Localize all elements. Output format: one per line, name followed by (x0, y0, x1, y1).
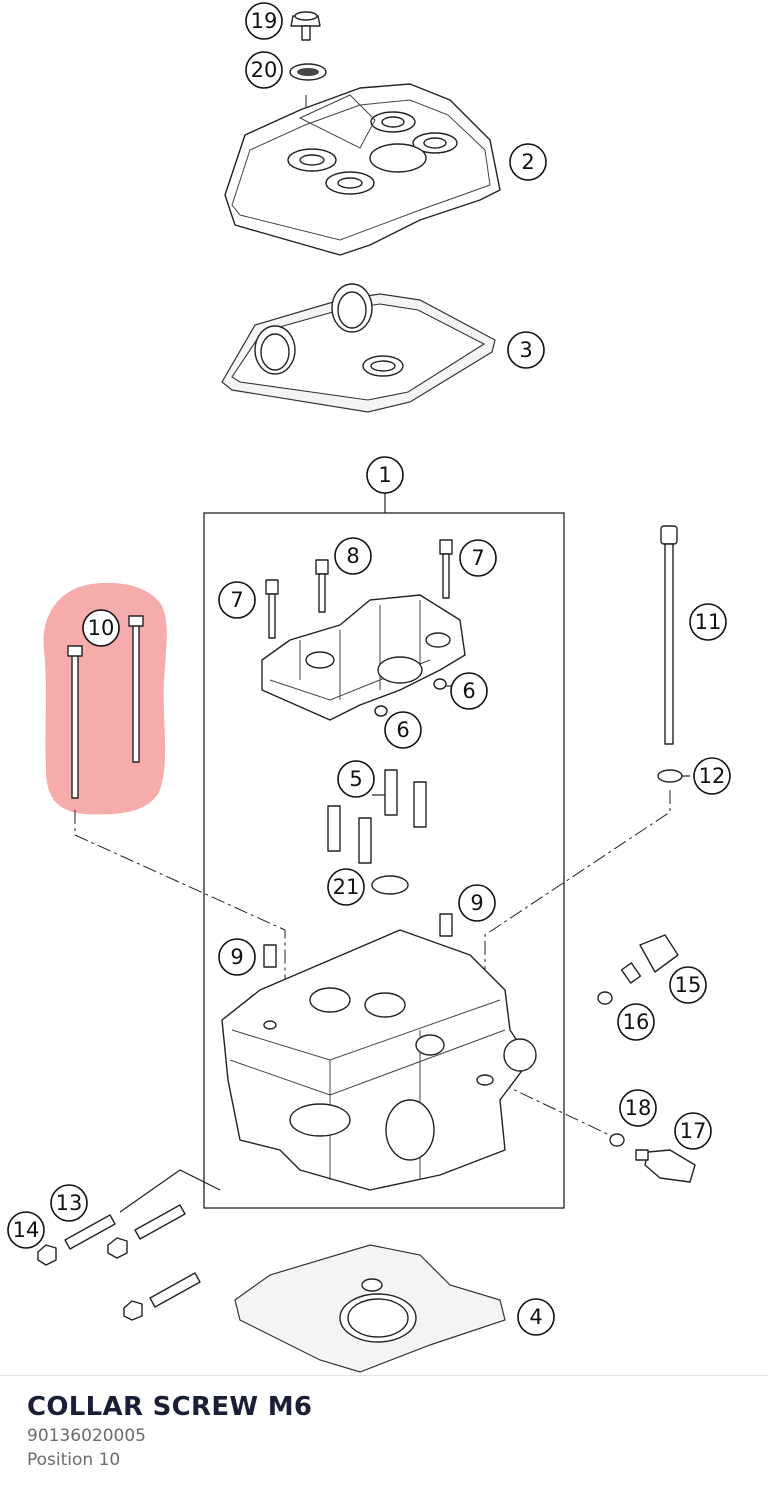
svg-text:3: 3 (519, 338, 532, 362)
part-10-collar-screws[interactable] (67, 615, 144, 799)
part-9-dowel-left[interactable] (263, 944, 277, 968)
part-7-screw-right[interactable] (439, 539, 453, 599)
part-19-screw[interactable] (290, 11, 321, 41)
callout-5[interactable]: 5 (337, 760, 375, 798)
part-2-valve-cover[interactable] (224, 83, 501, 256)
callout-7-right[interactable]: 7 (459, 539, 497, 577)
callout-14[interactable]: 14 (7, 1211, 45, 1249)
svg-text:5: 5 (349, 767, 362, 791)
part-17-sensor[interactable] (635, 1149, 696, 1183)
part-6-plug-b[interactable] (374, 705, 388, 717)
callout-7-left[interactable]: 7 (218, 581, 256, 619)
svg-text:14: 14 (13, 1218, 40, 1242)
callout-11[interactable]: 11 (689, 603, 727, 641)
callout-9-left[interactable]: 9 (218, 938, 256, 976)
callout-19[interactable]: 19 (245, 2, 283, 40)
callout-9-right[interactable]: 9 (458, 884, 496, 922)
svg-text:18: 18 (625, 1096, 652, 1120)
callout-10[interactable]: 10 (82, 609, 120, 647)
part-number: 90136020005 (27, 1426, 146, 1446)
callout-8[interactable]: 8 (334, 537, 372, 575)
svg-text:4: 4 (529, 1305, 542, 1329)
callouts: 19 20 2 3 1 8 7 7 11 10 6 6 5 12 21 9 9 … (7, 2, 731, 1336)
svg-text:20: 20 (251, 58, 278, 82)
part-13-studs[interactable] (64, 1204, 201, 1308)
svg-text:16: 16 (623, 1010, 650, 1034)
svg-text:8: 8 (346, 544, 359, 568)
assembly-box (203, 512, 565, 1209)
cylinder-head[interactable] (221, 929, 537, 1191)
part-position: Position 10 (27, 1450, 121, 1470)
svg-text:12: 12 (699, 764, 726, 788)
callout-1[interactable]: 1 (366, 456, 404, 494)
part-3-gasket[interactable] (221, 283, 496, 413)
svg-text:6: 6 (462, 679, 475, 703)
callout-6-b[interactable]: 6 (384, 711, 422, 749)
callout-15[interactable]: 15 (669, 966, 707, 1004)
svg-text:2: 2 (521, 150, 534, 174)
svg-text:7: 7 (471, 546, 484, 570)
callout-21[interactable]: 21 (327, 868, 365, 906)
part-20-washer[interactable] (289, 63, 327, 81)
part-title: COLLAR SCREW M6 (27, 1392, 313, 1422)
svg-text:15: 15 (675, 973, 702, 997)
camshaft-carrier[interactable] (261, 594, 466, 721)
callout-18[interactable]: 18 (619, 1089, 657, 1127)
callout-17[interactable]: 17 (674, 1112, 712, 1150)
part-6-plug-a[interactable] (433, 678, 447, 690)
callout-20[interactable]: 20 (245, 51, 283, 89)
part-7-screw-left[interactable] (265, 579, 279, 639)
part-info-panel: COLLAR SCREW M6 90136020005 Position 10 (0, 1375, 768, 1492)
svg-text:6: 6 (396, 718, 409, 742)
exploded-parts-diagram: 19 20 2 3 1 8 7 7 11 10 6 6 5 12 21 9 9 … (7, 2, 731, 1373)
leader-lines (372, 685, 690, 796)
svg-text:13: 13 (56, 1191, 83, 1215)
part-15-sensor[interactable] (620, 934, 679, 984)
svg-text:21: 21 (333, 875, 360, 899)
svg-text:9: 9 (470, 891, 483, 915)
part-5-valve-guides[interactable] (327, 769, 427, 864)
callout-12[interactable]: 12 (693, 757, 731, 795)
callout-6-a[interactable]: 6 (450, 672, 488, 710)
part-16-o-ring[interactable] (597, 991, 613, 1005)
part-9-dowel-right[interactable] (439, 913, 453, 937)
part-14-nuts[interactable] (37, 1237, 143, 1321)
svg-text:11: 11 (695, 610, 722, 634)
part-12-washer[interactable] (657, 769, 683, 783)
callout-16[interactable]: 16 (617, 1003, 655, 1041)
callout-3[interactable]: 3 (507, 331, 545, 369)
callout-2[interactable]: 2 (509, 143, 547, 181)
callout-4[interactable]: 4 (517, 1298, 555, 1336)
part-4-head-gasket[interactable] (234, 1244, 506, 1373)
part-8-screw[interactable] (315, 559, 329, 613)
svg-text:19: 19 (251, 9, 278, 33)
part-11-bolt[interactable] (660, 525, 678, 745)
svg-text:7: 7 (230, 588, 243, 612)
callout-13[interactable]: 13 (50, 1184, 88, 1222)
svg-text:10: 10 (88, 616, 115, 640)
svg-text:17: 17 (680, 1119, 707, 1143)
part-18-ring[interactable] (609, 1133, 625, 1147)
part-21-o-ring[interactable] (371, 875, 409, 895)
svg-text:9: 9 (230, 945, 243, 969)
svg-text:1: 1 (378, 463, 391, 487)
